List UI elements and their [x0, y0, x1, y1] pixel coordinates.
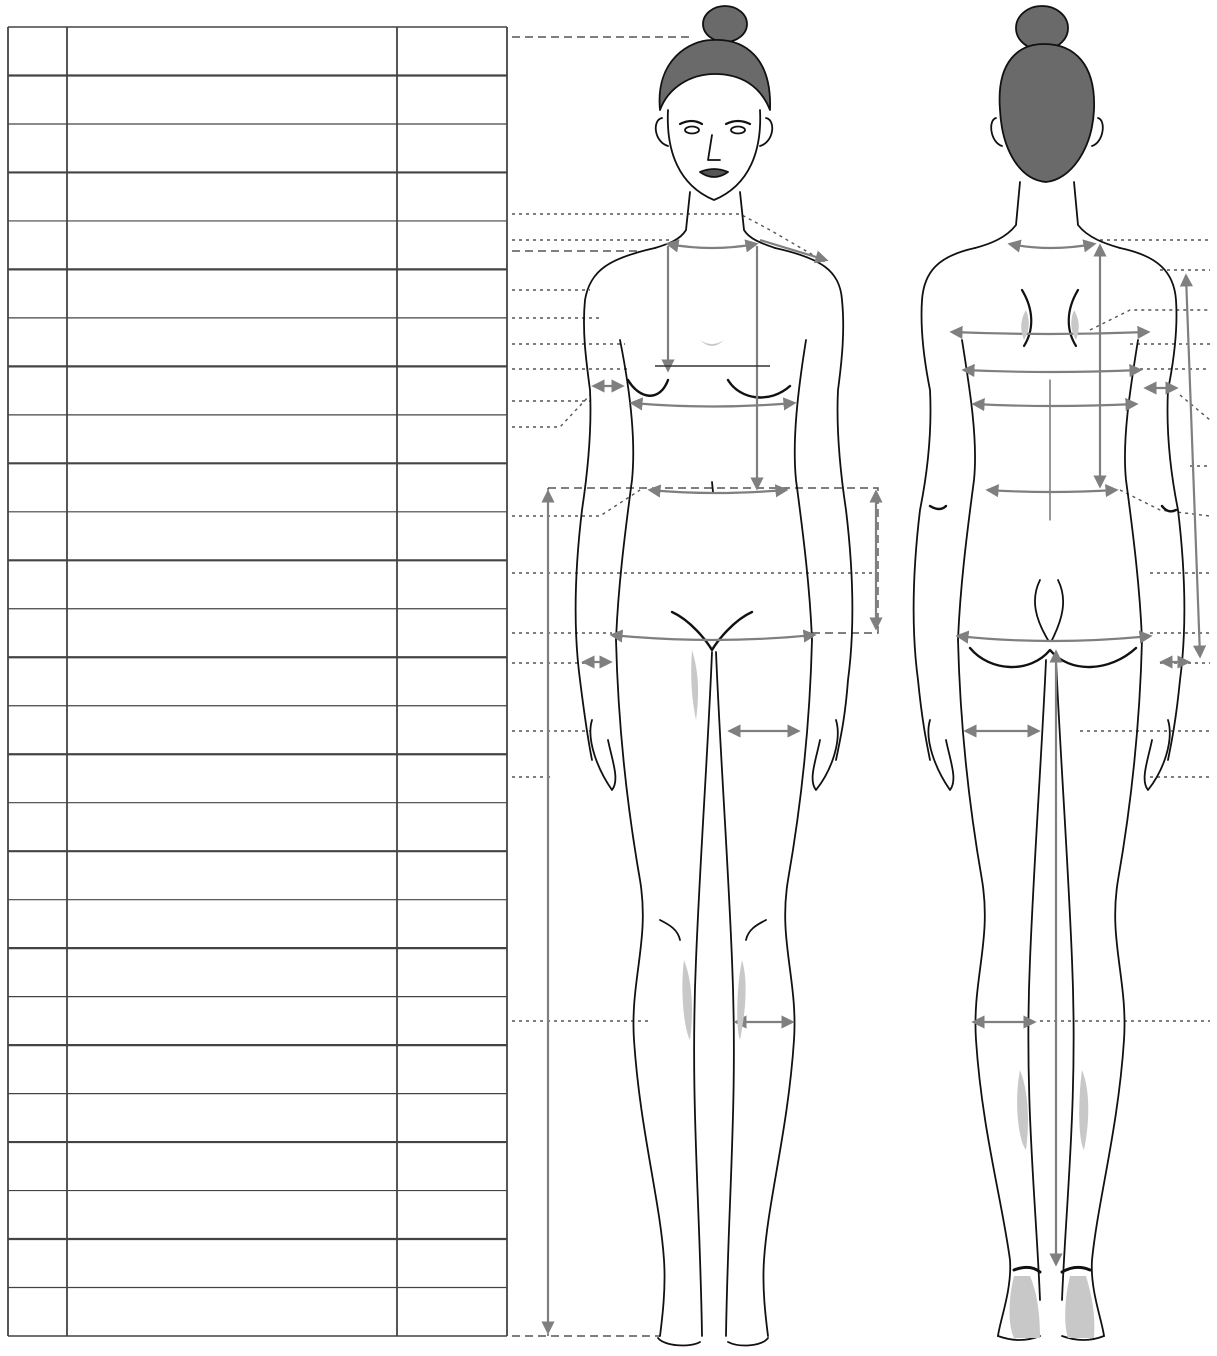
front-shading — [682, 340, 745, 1040]
guide-lines — [512, 37, 1210, 1336]
back-measurement-lines — [952, 244, 1200, 1264]
female-body-back-icon — [914, 6, 1185, 1340]
front-measurement-lines — [548, 240, 876, 1332]
female-body-front-icon — [576, 6, 853, 1345]
back-shading — [1010, 310, 1095, 1338]
